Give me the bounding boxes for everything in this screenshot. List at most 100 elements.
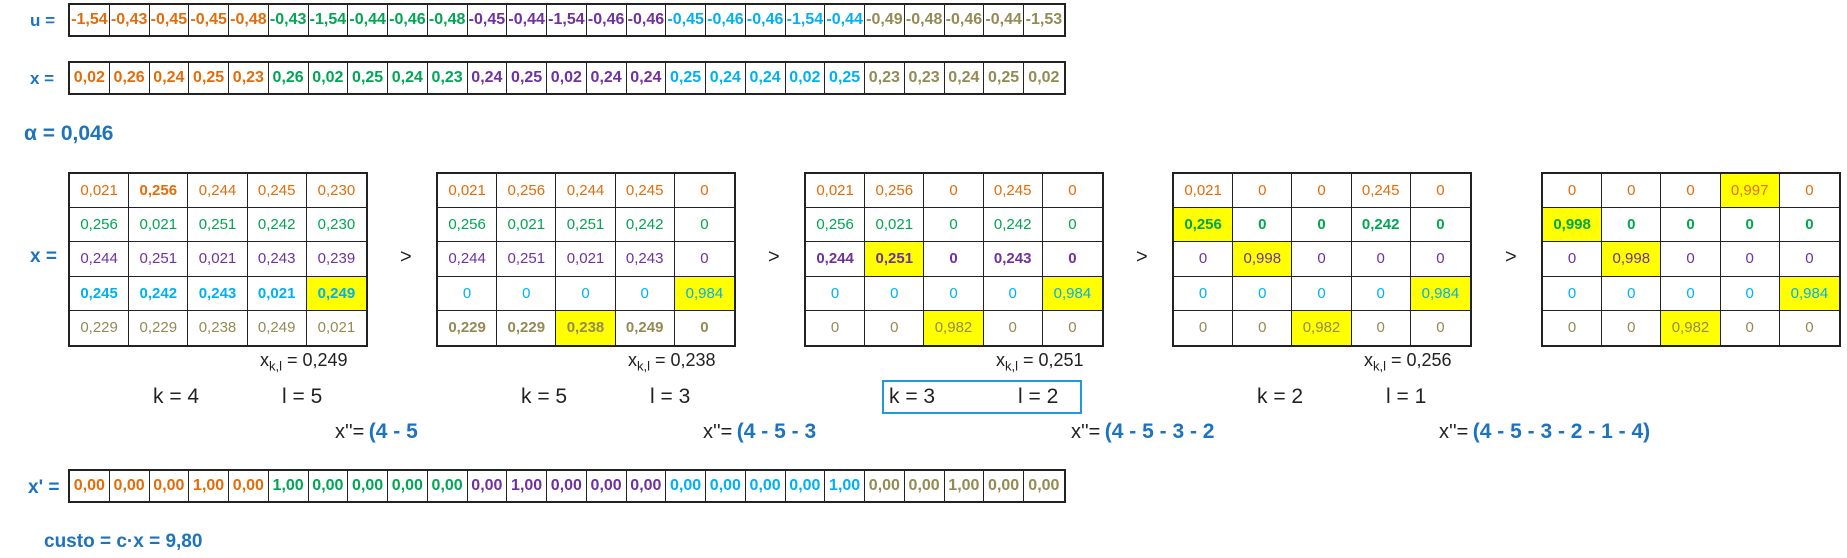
matrix-cell: 0: [1543, 310, 1603, 345]
xprime-cell: 0,00: [786, 471, 826, 501]
matrix-cell: 0: [806, 310, 866, 345]
matrix-cell: 0: [1661, 276, 1721, 311]
alpha-value: α = 0,046: [24, 122, 114, 145]
matrix-cell: 0,256: [865, 174, 925, 209]
matrix-cell: 0,244: [70, 242, 130, 277]
x-cell: 0,26: [269, 63, 309, 93]
matrix-cell: 0,251: [497, 242, 557, 277]
matrix-cell: 0: [1233, 174, 1293, 209]
l-value-1: l = 5: [282, 385, 323, 408]
matrix-cell: 0: [556, 276, 616, 311]
matrix-cell: 0,229: [70, 310, 130, 345]
matrix-cell: 0,230: [306, 174, 366, 209]
xkl-value-1: xk,l = 0,249: [260, 350, 348, 374]
matrix-cell: 0,230: [306, 208, 366, 243]
xprime-cell: 0,00: [1028, 477, 1060, 494]
matrix-cell: 0: [1042, 174, 1102, 209]
matrix-cell: 0,242: [615, 208, 675, 243]
matrix-cell: 0,244: [806, 242, 866, 277]
l-value-2: l = 3: [650, 385, 691, 408]
u-cell: -0,43: [110, 5, 150, 35]
sequence-1: x''= (4 - 5: [335, 420, 418, 443]
matrix-cell: 0: [1233, 276, 1293, 311]
u-cell: -0,44: [984, 5, 1024, 35]
u-cell: -0,45: [150, 5, 190, 35]
u-cell: -0,45: [189, 5, 229, 35]
matrix-cell: 0: [1351, 276, 1411, 311]
matrix-cell: 0: [1174, 242, 1234, 277]
u-cell: -0,43: [269, 5, 309, 35]
matrix-cell: 0,997: [1720, 174, 1780, 209]
matrix-cell: 0,256: [497, 174, 557, 209]
matrix-cell: 0,021: [188, 242, 248, 277]
x-cell: 0,24: [746, 63, 786, 93]
matrix-cell: 0,984: [1779, 276, 1839, 311]
matrix-cell: 0: [615, 276, 675, 311]
matrix-cell: 0,251: [129, 242, 189, 277]
matrix-cell: 0,021: [865, 208, 925, 243]
xprime-cell: 0,00: [865, 471, 905, 501]
matrix-cell: 0,238: [556, 310, 616, 345]
matrix-cell: 0: [1233, 208, 1293, 243]
u-vector: -1,54-0,43-0,45-0,45-0,48-0,43-1,54-0,44…: [68, 3, 1066, 37]
u-cell: -0,44: [825, 5, 865, 35]
matrix-cell: 0: [1042, 242, 1102, 277]
matrix-cell: 0,243: [983, 242, 1043, 277]
matrix-cell: 0: [1720, 276, 1780, 311]
sequence-2: x''= (4 - 5 - 3: [703, 420, 817, 443]
matrix-cell: 0: [1779, 242, 1839, 277]
matrix-cell: 0: [1602, 174, 1662, 209]
x-cell: 0,02: [786, 63, 826, 93]
u-cell: -0,48: [229, 5, 269, 35]
matrix-cell: 0,245: [70, 276, 130, 311]
k-value-1: k = 4: [153, 385, 200, 408]
matrix-cell: 0: [1042, 208, 1102, 243]
matrix-cell: 0: [1543, 174, 1603, 209]
matrix-cell: 0,021: [129, 208, 189, 243]
xkl-value-2: xk,l = 0,238: [628, 350, 716, 374]
matrix-cell: 0,238: [188, 310, 248, 345]
x-label: x =: [30, 69, 55, 88]
xprime-cell: 0,00: [428, 471, 468, 501]
matrix-cell: 0,242: [129, 276, 189, 311]
x-cell: 0,25: [825, 63, 865, 93]
matrix-cell: 0,249: [306, 276, 366, 311]
matrix-cell: 0,251: [865, 242, 925, 277]
matrix-cell: 0,021: [806, 174, 866, 209]
xprime-cell: 1,00: [945, 471, 985, 501]
u-cell: -0,46: [706, 5, 746, 35]
matrix-cell: 0: [924, 174, 984, 209]
u-cell: -0,46: [627, 5, 667, 35]
matrix-cell: 0: [674, 242, 734, 277]
xprime-cell: 0,00: [110, 471, 150, 501]
x-cell: 0,25: [507, 63, 547, 93]
matrix-cell: 0: [1410, 242, 1470, 277]
matrix-cell: 0,021: [70, 174, 130, 209]
xkl-value-3: xk,l = 0,251: [996, 350, 1084, 374]
matrix-cell: 0: [1602, 310, 1662, 345]
xprime-cell: 0,00: [627, 471, 667, 501]
matrix-cell: 0: [1436, 319, 1445, 337]
x-cell: 0,24: [468, 63, 508, 93]
xprime-cell: 1,00: [825, 471, 865, 501]
matrix-cell: 0: [924, 276, 984, 311]
matrix-cell: 0,021: [438, 174, 498, 209]
separator-greater-4: >: [1505, 246, 1517, 268]
matrix-cell: 0: [983, 276, 1043, 311]
separator-greater-1: >: [400, 246, 412, 268]
matrix-cell: 0: [497, 276, 557, 311]
matrix-cell: 0: [1410, 174, 1470, 209]
u-cell: -0,48: [905, 5, 945, 35]
x-cell: 0,02: [70, 63, 110, 93]
matrix-cell: 0: [1543, 242, 1603, 277]
xprime-cell: 0,00: [150, 471, 190, 501]
matrix-cell: 0,243: [615, 242, 675, 277]
matrix-cell: 0,243: [188, 276, 248, 311]
matrix-cell: 0: [1352, 310, 1411, 345]
u-cell: -0,49: [865, 5, 905, 35]
x-cell: 0,23: [865, 63, 905, 93]
matrix-cell: 0,982: [1661, 310, 1721, 345]
separator-greater-3: >: [1136, 246, 1148, 268]
